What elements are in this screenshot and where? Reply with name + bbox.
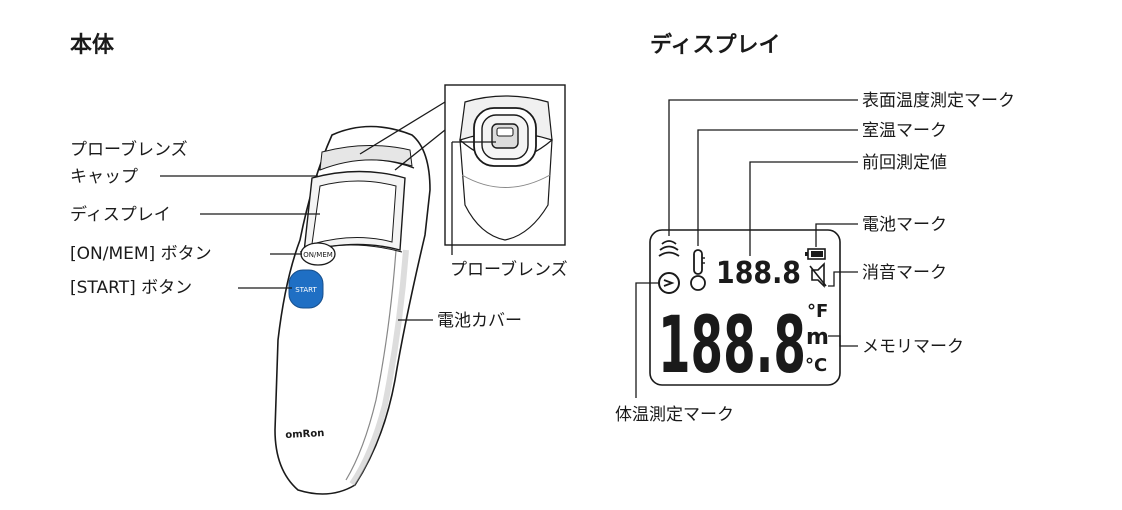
leader-memory-mark: [828, 335, 858, 347]
on-mem-button-text: ON/MEM: [303, 251, 333, 259]
label-on-mem-button: [ON/MEM] ボタン: [70, 244, 212, 264]
label-mute-mark: 消音マーク: [862, 263, 947, 283]
label-prev-measure: 前回測定値: [862, 153, 947, 173]
on-mem-button[interactable]: ON/MEM: [300, 242, 336, 266]
label-probe-cap-line1: プローブレンズ: [70, 139, 188, 160]
label-memory-mark: メモリマーク: [862, 337, 964, 357]
start-button[interactable]: START: [288, 269, 324, 309]
leader-prev-measure: [749, 161, 858, 256]
leader-room-temp-mark: [697, 129, 858, 246]
label-battery-cover: 電池カバー: [437, 311, 522, 331]
probe-lens-inset: [359, 84, 566, 246]
leader-mute-mark: [828, 271, 858, 287]
section-title-body: 本体: [70, 33, 115, 58]
label-probe-lens: プローブレンズ: [450, 259, 568, 280]
lcd-large-digits: 188.8: [658, 301, 806, 391]
lcd-display: 188.8 188.8 °F m °C: [649, 229, 841, 391]
lcd-frame: [649, 229, 841, 386]
label-probe-cap-line2: キャップ: [70, 167, 138, 187]
brand-logo: omRon: [285, 428, 325, 441]
leader-battery-mark: [815, 223, 858, 247]
label-start-button: [START] ボタン: [70, 278, 192, 298]
inset-callout-upper: [359, 101, 446, 155]
thermometer-device: ON/MEM START omRon: [274, 125, 431, 495]
label-display: ディスプレイ: [70, 204, 171, 225]
lcd-unit-c: °C: [805, 355, 827, 376]
section-title-display: ディスプレイ: [650, 32, 780, 58]
lcd-memory-glyph: m: [806, 325, 829, 350]
leader-surface-temp-mark: [668, 99, 858, 236]
lcd-small-digits: 188.8: [716, 256, 801, 291]
lcd-unit-f: °F: [807, 301, 828, 322]
label-body-temp-mark: 体温測定マーク: [615, 405, 734, 425]
room-temp-mark-icon: [690, 249, 706, 291]
label-surface-temp-mark: 表面温度測定マーク: [862, 91, 1015, 111]
device-display-window: [311, 180, 397, 245]
battery-mark-icon: [805, 248, 826, 260]
start-button-text: START: [295, 286, 317, 294]
mute-mark-icon: [809, 262, 827, 288]
surface-temp-mark-icon: [658, 240, 680, 257]
leader-body-temp-mark: [635, 282, 659, 398]
label-room-temp-mark: 室温マーク: [862, 121, 947, 141]
label-battery-mark: 電池マーク: [862, 215, 947, 235]
battery-cover-edge: [345, 249, 397, 481]
inset-callout-lower: [394, 129, 446, 171]
